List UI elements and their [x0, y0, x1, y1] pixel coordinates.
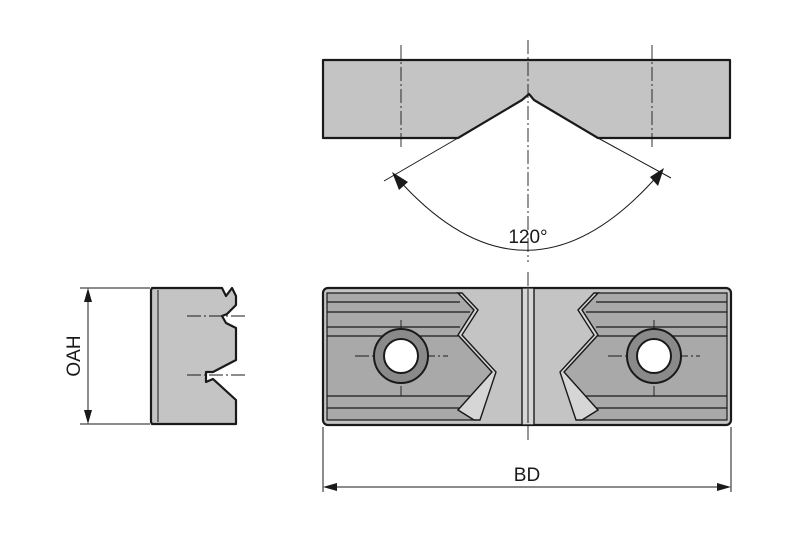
- front-view-left-groove-bevel: [456, 292, 497, 421]
- side-view-body: [149, 286, 238, 426]
- angle-dimension-arc: [396, 172, 661, 251]
- side-view: OAH: [64, 286, 248, 426]
- front-view: BD: [321, 272, 733, 492]
- top-view-body: [321, 58, 732, 140]
- height-label: OAH: [64, 335, 85, 376]
- angle-extension-left: [383, 137, 459, 182]
- width-arrow-right: [717, 483, 731, 491]
- width-label: BD: [514, 465, 540, 486]
- width-arrow-left: [323, 483, 337, 491]
- height-arrow-bottom: [84, 410, 92, 424]
- angle-label: 120°: [508, 227, 547, 248]
- height-arrow-top: [84, 288, 92, 302]
- left-mounting-hole: [383, 338, 419, 374]
- front-view-right-groove-bevel: [559, 292, 600, 421]
- right-mounting-hole: [636, 338, 672, 374]
- angle-arrow-left: [392, 172, 408, 190]
- angle-arrow-right: [650, 168, 664, 186]
- top-view: 120°: [321, 40, 732, 262]
